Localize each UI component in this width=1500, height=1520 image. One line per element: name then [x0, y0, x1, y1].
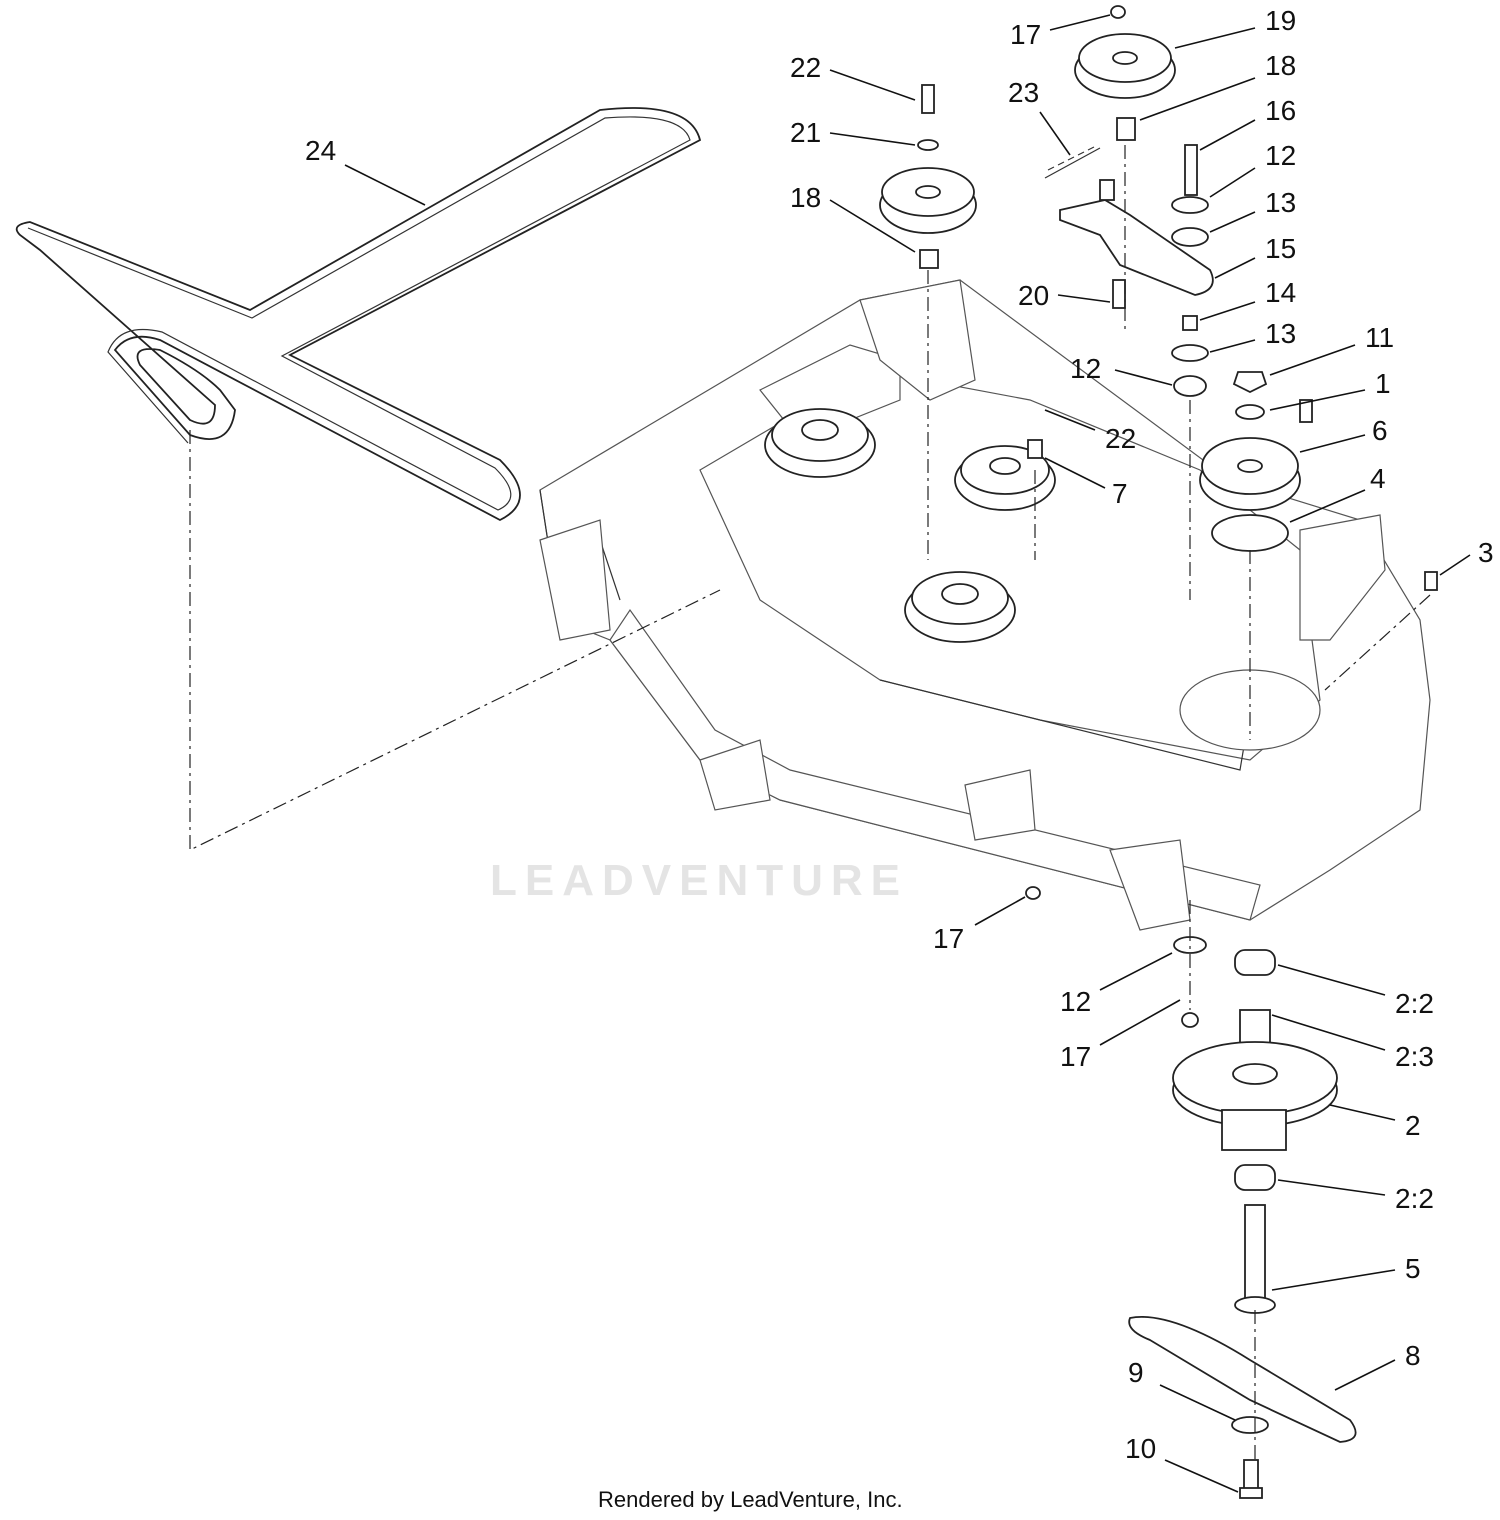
svg-text:22: 22: [790, 52, 821, 83]
callout-11: 11: [1269, 322, 1394, 376]
svg-text:19: 19: [1265, 5, 1296, 36]
svg-text:3: 3: [1478, 537, 1494, 568]
svg-text:10: 10: [1125, 1433, 1156, 1464]
left-pulley-assembly: [764, 408, 876, 478]
callout-17-lower: 17: [1060, 999, 1181, 1072]
callout-7: 7: [1044, 457, 1128, 509]
idler-pulley-21: [879, 84, 977, 269]
drive-belt: [15, 107, 702, 522]
svg-text:11: 11: [1365, 322, 1394, 353]
svg-text:13: 13: [1265, 318, 1296, 349]
mower-blade: [1128, 1316, 1357, 1499]
svg-text:1: 1: [1375, 368, 1391, 399]
callout-2-2-bottom: 2:2: [1277, 1179, 1434, 1214]
watermark-text: LEADVENTURE: [490, 856, 908, 905]
callout-9: 9: [1128, 1357, 1236, 1421]
svg-text:12: 12: [1265, 140, 1296, 171]
misc-hardware: [1025, 399, 1438, 900]
right-hardware-stack: [1112, 144, 1209, 397]
svg-text:7: 7: [1112, 478, 1128, 509]
front-pulley-assembly: [904, 571, 1016, 643]
center-idler-pulley: [954, 445, 1056, 511]
tension-spring: [1044, 146, 1101, 179]
svg-text:2:3: 2:3: [1395, 1041, 1434, 1072]
svg-text:12: 12: [1070, 353, 1101, 384]
svg-text:16: 16: [1265, 95, 1296, 126]
callout-15: 15: [1214, 233, 1296, 279]
svg-text:8: 8: [1405, 1340, 1421, 1371]
callout-13-top: 13: [1209, 187, 1296, 233]
callout-22-middle: 22: [1044, 409, 1136, 454]
svg-text:12: 12: [1060, 986, 1091, 1017]
callout-24: 24: [305, 135, 426, 206]
svg-text:15: 15: [1265, 233, 1296, 264]
callout-1: 1: [1269, 368, 1391, 411]
drive-pulley-stack: [1199, 371, 1301, 552]
spindle-assembly: [1172, 936, 1338, 1314]
center-lines: [189, 145, 1431, 1460]
svg-text:2:2: 2:2: [1395, 1183, 1434, 1214]
svg-text:9: 9: [1128, 1357, 1144, 1388]
svg-text:24: 24: [305, 135, 336, 166]
callout-6: 6: [1299, 415, 1388, 453]
svg-text:17: 17: [1010, 19, 1041, 50]
callout-22-top: 22: [790, 52, 916, 101]
callout-3: 3: [1439, 537, 1494, 576]
callout-23: 23: [1008, 77, 1071, 156]
callout-12-middle: 12: [1070, 353, 1173, 386]
callout-18-left: 18: [790, 182, 916, 253]
svg-text:4: 4: [1370, 463, 1386, 494]
callout-19: 19: [1174, 5, 1296, 49]
svg-text:22: 22: [1105, 423, 1136, 454]
footer-credit: Rendered by LeadVenture, Inc.: [598, 1487, 903, 1512]
svg-text:5: 5: [1405, 1253, 1421, 1284]
callout-4: 4: [1289, 463, 1386, 523]
callout-10: 10: [1125, 1433, 1239, 1493]
svg-text:2: 2: [1405, 1110, 1421, 1141]
callout-2: 2: [1329, 1104, 1421, 1141]
callout-2-2-top: 2:2: [1277, 964, 1434, 1019]
idler-arm: [1059, 179, 1214, 296]
callout-17-middle: 17: [933, 896, 1026, 954]
callout-5: 5: [1271, 1253, 1421, 1291]
svg-text:2:2: 2:2: [1395, 988, 1434, 1019]
callout-13-bottom: 13: [1209, 318, 1296, 353]
callout-18-right: 18: [1139, 50, 1296, 121]
callout-21: 21: [790, 117, 916, 148]
callout-2-3: 2:3: [1271, 1014, 1434, 1072]
svg-text:17: 17: [933, 923, 964, 954]
svg-text:14: 14: [1265, 277, 1296, 308]
idler-pulley-19: [1074, 5, 1176, 141]
callouts: 24 22 21 18 17 19 23 18 16 12 13 15 20 1…: [305, 5, 1494, 1493]
svg-text:18: 18: [790, 182, 821, 213]
callout-16: 16: [1199, 95, 1296, 151]
svg-text:23: 23: [1008, 77, 1039, 108]
callout-20: 20: [1018, 280, 1111, 311]
callout-12-lower: 12: [1060, 952, 1173, 1017]
svg-text:6: 6: [1372, 415, 1388, 446]
callout-14: 14: [1199, 277, 1296, 321]
callout-12-top: 12: [1209, 140, 1296, 198]
callout-17-top: 17: [1010, 14, 1111, 50]
svg-text:18: 18: [1265, 50, 1296, 81]
svg-text:20: 20: [1018, 280, 1049, 311]
svg-text:17: 17: [1060, 1041, 1091, 1072]
callout-8: 8: [1334, 1340, 1421, 1391]
svg-text:13: 13: [1265, 187, 1296, 218]
svg-text:21: 21: [790, 117, 821, 148]
